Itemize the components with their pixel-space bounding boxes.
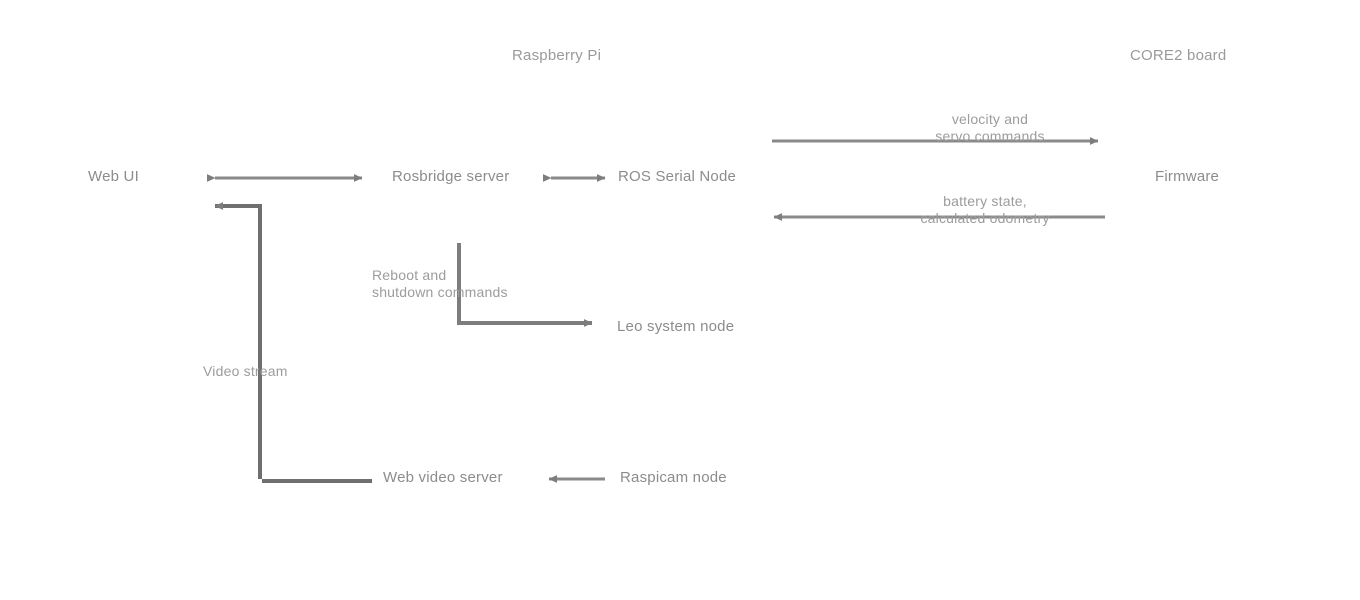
node-web-ui[interactable]: Web UI [88, 168, 139, 185]
edge-label-battery-odometry: battery state, calculated odometry [855, 193, 1115, 227]
edge-rosbridge-leosystem [457, 243, 593, 327]
node-rosbridge-server[interactable]: Rosbridge server [392, 168, 510, 185]
edge-label-video-stream: Video stream [203, 363, 333, 380]
edge-label-line1: Reboot and [372, 267, 447, 283]
node-firmware[interactable]: Firmware [1155, 168, 1220, 185]
edge-label-line1: battery state, [943, 193, 1027, 209]
group-title-core2-board: CORE2 board [1130, 47, 1227, 64]
edge-video-stream-to-webui [214, 202, 262, 479]
edge-label-velocity-servo-commands: velocity and servo commands [870, 111, 1110, 145]
node-ros-serial-node[interactable]: ROS Serial Node [618, 168, 737, 185]
node-leo-system-node[interactable]: Leo system node [617, 318, 735, 335]
edge-label-line2: shutdown commands [372, 284, 508, 300]
edge-label-line1: velocity and [951, 111, 1029, 127]
group-title-raspberry-pi: Raspberry Pi [512, 47, 602, 64]
node-web-video-server[interactable]: Web video server [383, 469, 503, 486]
edge-label-line1: Video stream [203, 363, 288, 379]
edge-label-line2: servo commands [935, 128, 1045, 144]
edge-label-line2: calculated odometry [920, 210, 1050, 226]
node-raspicam-node[interactable]: Raspicam node [620, 469, 727, 486]
edge-label-reboot-shutdown-commands: Reboot and shutdown commands [372, 267, 592, 301]
